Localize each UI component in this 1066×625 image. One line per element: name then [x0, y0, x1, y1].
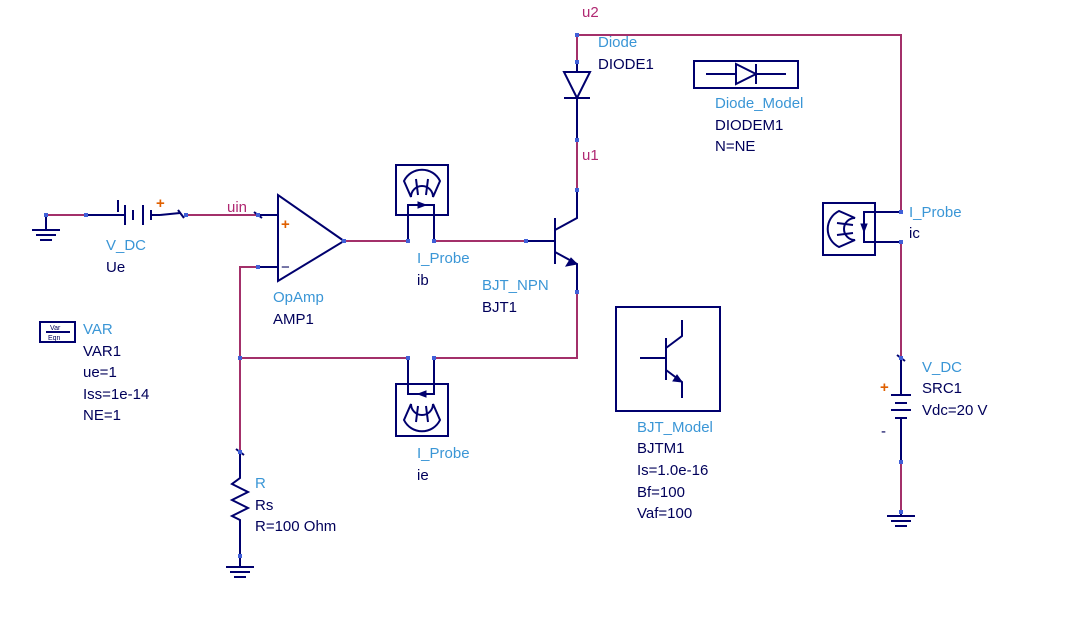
bjt-model-param-is: Is=1.0e-16 — [637, 462, 708, 479]
ground-left[interactable] — [32, 215, 60, 241]
iprobe-ie-instance-label: ie — [417, 467, 429, 484]
var-param-iss: Iss=1e-14 — [83, 386, 149, 403]
iprobe-ie-type-label: I_Probe — [417, 445, 470, 462]
vdc-ue-type-label: V_DC — [106, 237, 146, 254]
opamp-amp1[interactable]: + − OpAmp AMP1 — [253, 193, 346, 328]
iprobe-ic-instance-label: ic — [909, 225, 920, 242]
bjt-type-label: BJT_NPN — [482, 277, 549, 294]
bjt-model-block[interactable]: BJT_Model BJTM1 Is=1.0e-16 Bf=100 Vaf=10… — [615, 306, 721, 522]
bjt-model-param-vaf: Vaf=100 — [637, 505, 692, 522]
iprobe-ib-instance-label: ib — [417, 272, 429, 289]
diode-model-type-label: Diode_Model — [715, 95, 803, 112]
var-type-label: VAR — [83, 321, 113, 338]
var-param-ue: ue=1 — [83, 364, 117, 381]
bjt-npn-bjt1[interactable]: BJT_NPN BJT1 — [482, 190, 579, 316]
iprobe-ic-type-label: I_Probe — [909, 204, 962, 221]
wire-u2-top[interactable] — [576, 34, 902, 212]
opamp-instance-label: AMP1 — [273, 311, 314, 328]
bjt-model-param-bf: Bf=100 — [637, 484, 685, 501]
var-icon-bottom-text: Eqn — [48, 335, 61, 342]
wires — [46, 34, 902, 512]
wire-ie-emitter[interactable] — [434, 292, 578, 359]
bjt-model-instance-label: BJTM1 — [637, 440, 685, 457]
iprobe-ib[interactable]: I_Probe ib — [395, 164, 470, 289]
net-label-u2: u2 — [582, 4, 599, 21]
var-instance-label: VAR1 — [83, 343, 121, 360]
net-label-uin: uin — [227, 199, 247, 216]
diode-model-instance-label: DIODEM1 — [715, 117, 783, 134]
bjt-model-type-label: BJT_Model — [637, 419, 713, 436]
resistor-rs[interactable]: R Rs R=100 Ohm — [229, 448, 336, 556]
diode-type-label: Diode — [598, 34, 637, 51]
vdc-src1-instance-label: SRC1 — [922, 380, 962, 397]
iprobe-ie[interactable]: I_Probe ie — [395, 358, 470, 484]
vdc-src1-param-vdc: Vdc=20 V — [922, 402, 987, 419]
net-label-u1: u1 — [582, 147, 599, 164]
vdc-ue-source[interactable]: + V_DC Ue — [86, 195, 185, 276]
ground-resistor[interactable] — [226, 556, 254, 578]
opamp-type-label: OpAmp — [273, 289, 324, 306]
resistor-type-label: R — [255, 475, 266, 492]
opamp-noninv-sign: + — [281, 216, 290, 233]
iprobe-ib-type-label: I_Probe — [417, 250, 470, 267]
var-icon-top-text: Var — [50, 325, 61, 332]
vdc-ue-instance-label: Ue — [106, 259, 125, 276]
bjt-instance-label: BJT1 — [482, 299, 517, 316]
vdc-src1-source[interactable]: + - V_DC SRC1 Vdc=20 V — [880, 354, 987, 462]
diode-diode1[interactable]: Diode DIODE1 — [562, 34, 654, 140]
pin-markers — [44, 33, 903, 558]
var-param-ne: NE=1 — [83, 407, 121, 424]
vdc-ue-plus-sign: + — [156, 195, 165, 212]
diode-model-block[interactable]: Diode_Model DIODEM1 N=NE — [693, 60, 803, 155]
vdc-src1-type-label: V_DC — [922, 359, 962, 376]
vdc-src1-plus-sign: + — [880, 379, 889, 396]
vdc-src1-minus-sign: - — [881, 423, 886, 440]
ground-src1[interactable] — [887, 512, 915, 527]
diode-model-param-n: N=NE — [715, 138, 755, 155]
wire-feedback[interactable] — [239, 266, 408, 452]
opamp-inv-sign: − — [281, 259, 290, 276]
diode-instance-label: DIODE1 — [598, 56, 654, 73]
iprobe-ic[interactable]: I_Probe ic — [822, 202, 962, 256]
resistor-param-value: R=100 Ohm — [255, 518, 336, 535]
var-eqn-block[interactable]: Var Eqn VAR VAR1 ue=1 Iss=1e-14 NE=1 — [39, 321, 149, 424]
resistor-instance-label: Rs — [255, 497, 273, 514]
